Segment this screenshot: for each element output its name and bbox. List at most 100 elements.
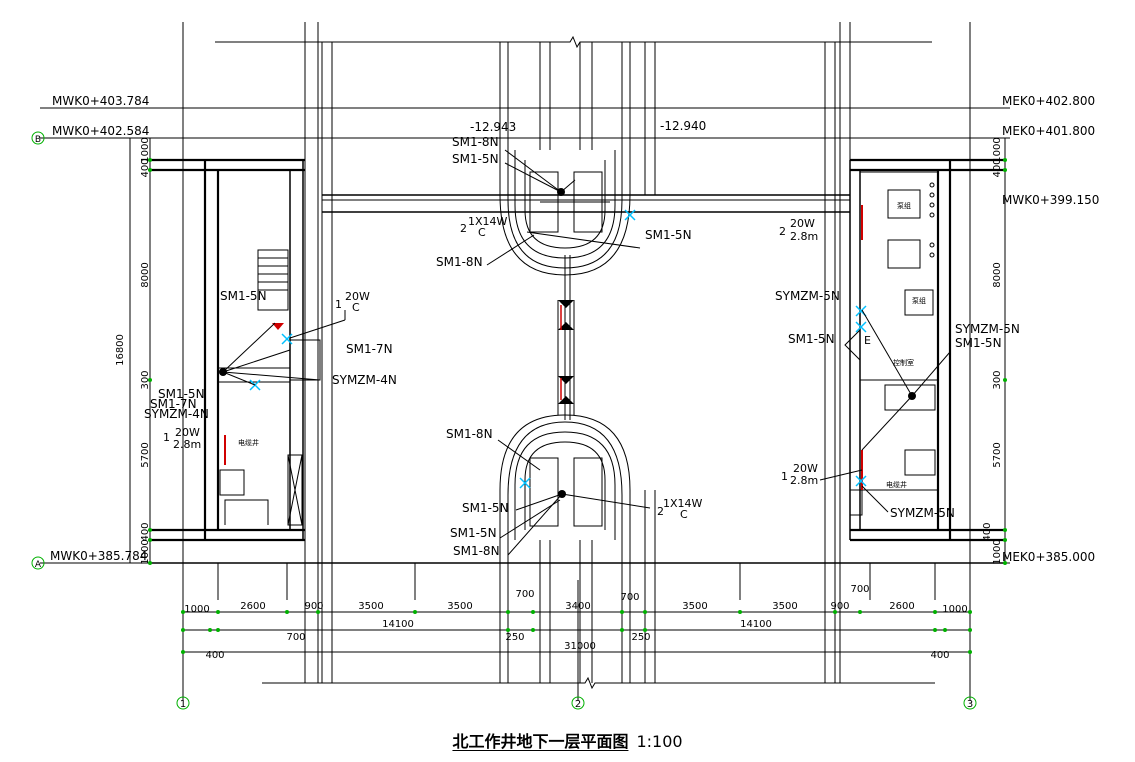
room-cable-well-right: 电缆井 <box>886 480 907 489</box>
svg-text:1000: 1000 <box>140 539 151 564</box>
dimension-lines <box>129 138 1006 653</box>
elev-right-top: MEK0+402.800 <box>1002 94 1095 108</box>
label-2-c: 2 <box>657 505 664 518</box>
label-sm1-5n-c: SM1-5N <box>220 289 267 303</box>
axis-bubble-3: 3 <box>963 696 977 710</box>
label-2-8m-a: 2.8m <box>173 438 201 451</box>
svg-text:14100: 14100 <box>740 619 772 630</box>
upper-shaft <box>499 42 656 420</box>
label-sm1-8n-a: SM1-8N <box>452 135 499 149</box>
label-20w-a: 20W <box>345 290 370 303</box>
elev-left-a: MWK0+385.784 <box>50 549 147 563</box>
axis-bubble-a: A <box>31 556 45 570</box>
svg-text:900: 900 <box>304 601 323 612</box>
svg-text:400: 400 <box>205 650 224 661</box>
svg-text:250: 250 <box>631 632 650 643</box>
label-symzm-4n-b: SYMZM-4N <box>144 407 209 421</box>
svg-text:1000: 1000 <box>992 137 1003 162</box>
label-2-8m-c: 2.8m <box>790 474 818 487</box>
svg-text:3400: 3400 <box>565 601 590 612</box>
dimension-text: 1000 2600 900 3500 3500 700 3400 700 350… <box>184 584 967 661</box>
dimension-ticks <box>148 158 1007 654</box>
axis-bubble-1: 1 <box>176 696 190 710</box>
label-1x14w-b: 1X14W <box>663 497 703 510</box>
label-20w-c: 20W <box>790 217 815 230</box>
elevation-labels: MWK0+403.784 MWK0+402.584 MWK0+385.784 M… <box>50 94 1099 564</box>
svg-text:1000: 1000 <box>942 604 967 615</box>
label-2-a: 2 <box>460 222 467 235</box>
svg-text:2600: 2600 <box>240 601 265 612</box>
svg-text:900: 900 <box>830 601 849 612</box>
label-sm1-5n-g: SM1-5N <box>462 501 509 515</box>
svg-text:16800: 16800 <box>115 334 126 366</box>
svg-text:3500: 3500 <box>447 601 472 612</box>
svg-text:700: 700 <box>515 589 534 600</box>
svg-text:300: 300 <box>992 370 1003 389</box>
label-sm1-5n-d: SM1-5N <box>158 387 205 401</box>
svg-text:8000: 8000 <box>992 262 1003 287</box>
label-sm1-7n-b: SM1-7N <box>150 397 197 411</box>
label-1x14w-a: 1X14W <box>468 215 508 228</box>
svg-text:5700: 5700 <box>992 442 1003 467</box>
svg-text:250: 250 <box>505 632 524 643</box>
label-20w-b: 20W <box>175 426 200 439</box>
svg-text:1000: 1000 <box>992 539 1003 564</box>
break-lines <box>215 35 935 690</box>
axis-bubble-2: 2 <box>571 696 585 710</box>
svg-text:3: 3 <box>967 699 973 710</box>
label-c-a: C <box>478 226 486 239</box>
svg-text:2600: 2600 <box>889 601 914 612</box>
svg-text:400: 400 <box>140 158 151 177</box>
label-20w-d: 20W <box>793 462 818 475</box>
elev-right-mid: MWK0+399.150 <box>1002 193 1099 207</box>
label-c-c: C <box>680 508 688 521</box>
svg-text:700: 700 <box>850 584 869 595</box>
svg-text:8000: 8000 <box>140 262 151 287</box>
svg-text:1000: 1000 <box>140 137 151 162</box>
label-c-b: C <box>352 301 360 314</box>
label-sm1-5n-h: SM1-5N <box>450 526 497 540</box>
svg-text:1000: 1000 <box>184 604 209 615</box>
label-1-a: 1 <box>335 298 342 311</box>
svg-text:400: 400 <box>992 158 1003 177</box>
label-1-c: 1 <box>781 470 788 483</box>
svg-text:3500: 3500 <box>682 601 707 612</box>
leader-lines <box>222 149 951 556</box>
label-1-b: 1 <box>163 431 170 444</box>
label-symzm-5n-a: SYMZM-5N <box>775 289 840 303</box>
equip-pump-1: 泵组 <box>897 201 911 210</box>
left-room <box>217 249 321 526</box>
label-sm1-5n-e: SM1-5N <box>788 332 835 346</box>
equip-pump-2: 泵组 <box>912 296 926 305</box>
label-2-b: 2 <box>779 225 786 238</box>
drawing-title: 北工作井地下一层平面图 <box>452 732 629 751</box>
svg-text:3500: 3500 <box>772 601 797 612</box>
axis-bubble-b: B <box>31 131 45 145</box>
structure-walls <box>150 22 1005 683</box>
label-sm1-8n-d: SM1-8N <box>453 544 500 558</box>
label-symzm-5n-b: SYMZM-5N <box>955 322 1020 336</box>
circuit-labels: SM1-8N SM1-5N 2 1X14W C SM1-5N SM1-8N SM… <box>144 135 1020 558</box>
room-control: 控制室 <box>893 358 914 367</box>
svg-text:3500: 3500 <box>358 601 383 612</box>
elev-depth-2: -12.940 <box>660 119 706 133</box>
label-sm1-5n-f: SM1-5N <box>955 336 1002 350</box>
svg-text:400: 400 <box>930 650 949 661</box>
svg-text:5700: 5700 <box>140 442 151 467</box>
elev-right-a: MEK0+385.000 <box>1002 550 1095 564</box>
svg-text:B: B <box>35 135 41 145</box>
svg-text:31000: 31000 <box>564 641 596 652</box>
elev-depth-1: -12.943 <box>470 120 516 134</box>
center-ladder <box>557 300 575 415</box>
label-sm1-5n-b: SM1-5N <box>645 228 692 242</box>
svg-text:700: 700 <box>620 592 639 603</box>
room-cable-well-left: 电缆井 <box>238 438 259 447</box>
svg-text:A: A <box>35 560 42 570</box>
elev-right-b: MEK0+401.800 <box>1002 124 1095 138</box>
svg-text:2: 2 <box>575 699 581 710</box>
label-e: E <box>864 334 871 347</box>
label-symzm-4n-a: SYMZM-4N <box>332 373 397 387</box>
label-sm1-8n-c: SM1-8N <box>446 427 493 441</box>
